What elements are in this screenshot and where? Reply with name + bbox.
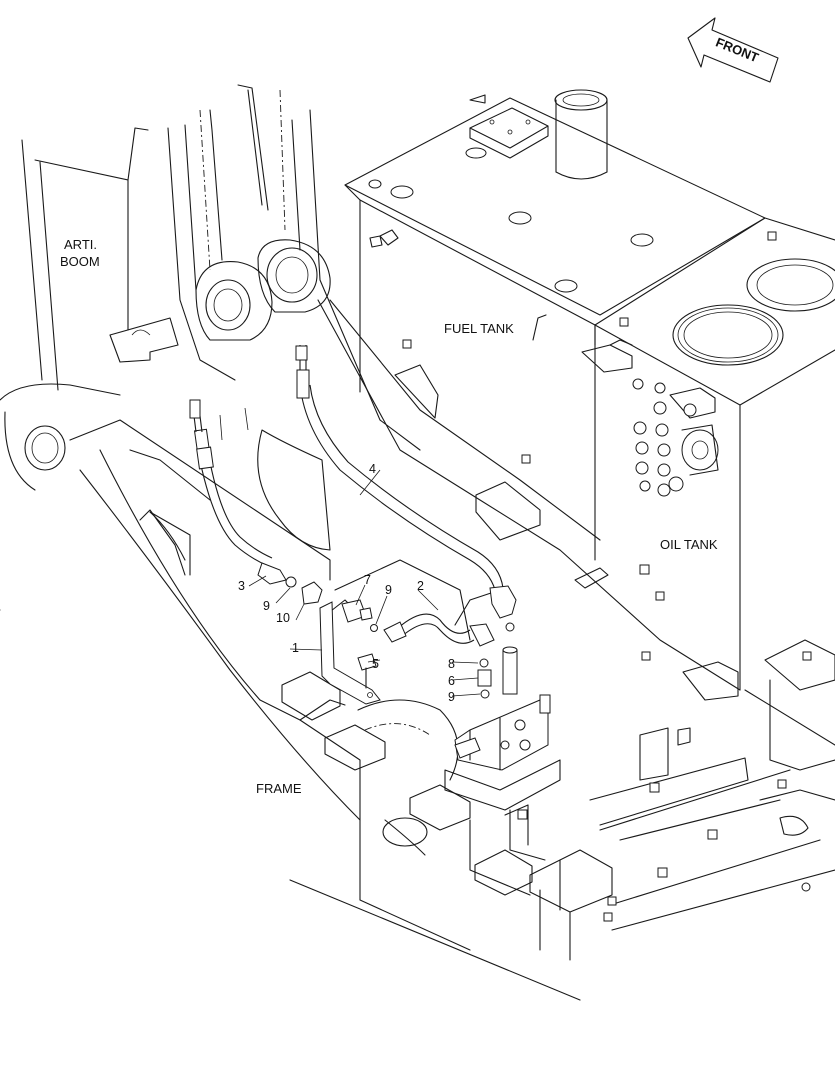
frame-label: FRAME [256, 781, 302, 796]
hose-4 [295, 345, 517, 619]
oil-tank-label: OIL TANK [660, 537, 718, 552]
callout-1: 1 [292, 641, 299, 655]
callout-4: 4 [369, 462, 376, 476]
hose-3 [189, 399, 297, 588]
arti-boom-label-line1: ARTI. [64, 237, 97, 252]
callout-9-a: 9 [385, 583, 392, 597]
oil-tank-fittings [632, 378, 697, 497]
bolt-5 [357, 653, 377, 689]
front-label: FRONT [714, 35, 761, 66]
callout-7: 7 [364, 573, 371, 587]
o-ring-upper [505, 622, 515, 632]
adapter-8-6 [477, 658, 492, 699]
fuel-tank: FUEL TANK [344, 89, 766, 561]
arti-boom-label-line2: BOOM [60, 254, 100, 269]
o-ring-9-upper [370, 624, 378, 632]
callout-8: 8 [448, 657, 455, 671]
callout-6: 6 [448, 674, 455, 688]
cap-10 [301, 581, 323, 605]
oil-tank: OIL TANK [581, 217, 835, 691]
leader-lines [248, 469, 481, 697]
callout-9-b: 9 [263, 599, 270, 613]
front-arrow-icon: FRONT [687, 17, 779, 83]
connector-7 [341, 599, 373, 623]
callout-10: 10 [276, 611, 290, 625]
callout-2: 2 [417, 579, 424, 593]
callout-5: 5 [372, 657, 379, 671]
hose-2 [383, 613, 495, 647]
callout-3: 3 [238, 579, 245, 593]
control-valve-block [444, 694, 561, 811]
frame: FRAME [0, 109, 835, 1001]
articulated-boom: ARTI. BOOM [0, 84, 331, 491]
valve-6 [502, 646, 518, 695]
callout-numbers: 1 2 3 4 5 6 7 8 9 9 9 10 [238, 462, 455, 704]
bracket-1 [319, 601, 381, 705]
fuel-tank-label: FUEL TANK [444, 321, 514, 336]
callout-9-c: 9 [448, 690, 455, 704]
